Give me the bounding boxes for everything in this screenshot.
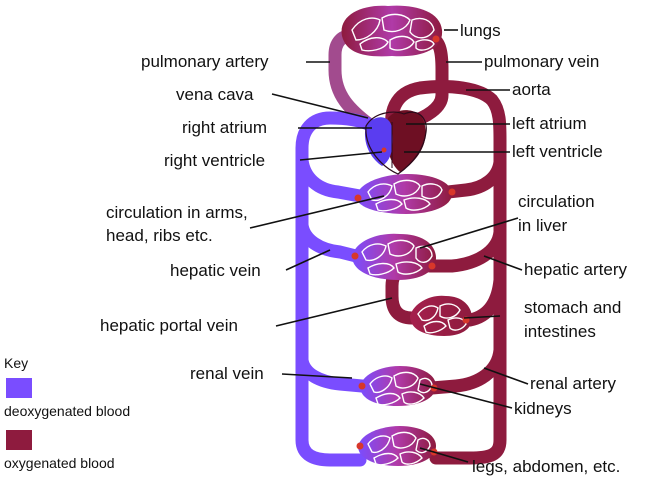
label-renal-vein: renal vein <box>190 364 264 383</box>
label-kidneys: kidneys <box>514 399 572 418</box>
label-renal-artery: renal artery <box>530 374 616 393</box>
heart-outline <box>365 111 427 175</box>
systemic-veins <box>295 111 379 467</box>
right-heart <box>364 117 393 166</box>
arms-vein-branch <box>295 153 367 203</box>
label-stomach-line2: intestines <box>524 322 596 341</box>
label-right-ventricle: right ventricle <box>164 151 265 170</box>
label-circulation-arms-line2: head, ribs etc. <box>106 226 213 245</box>
label-left-ventricle: left ventricle <box>512 142 603 161</box>
kidneys-capillary-bed <box>358 366 438 406</box>
label-stomach-line1: stomach and <box>524 298 621 317</box>
key-swatch-deoxygenated <box>6 378 32 398</box>
label-hepatic-vein: hepatic vein <box>170 261 261 280</box>
key-label-deoxygenated: deoxygenated blood <box>4 403 130 419</box>
label-legs: legs, abdomen, etc. <box>472 457 620 476</box>
legs-capillary-bed <box>356 426 438 466</box>
aorta-vessel <box>385 80 507 465</box>
arms-artery-branch <box>441 155 507 199</box>
hepatic-artery-vessel <box>423 225 507 273</box>
label-vena-cava: vena cava <box>176 85 254 104</box>
renal-artery-vessel <box>425 343 507 395</box>
vena-cava-vessel <box>295 111 379 467</box>
key-swatch-oxygenated <box>6 430 32 450</box>
arms-capillary-bed <box>354 174 456 214</box>
key-legend: Key deoxygenated blood oxygenated blood <box>4 355 130 471</box>
label-circulation-liver-line1: circulation <box>518 192 595 211</box>
pulmonary-artery-vessel <box>328 29 377 132</box>
liver-capillary-bed <box>351 233 436 280</box>
lungs-capillary-bed <box>341 5 443 57</box>
renal-vein-vessel <box>295 353 369 393</box>
heart <box>364 110 427 175</box>
label-left-atrium: left atrium <box>512 114 587 133</box>
labels: lungs pulmonary artery pulmonary vein ao… <box>100 21 627 476</box>
label-circulation-arms-line1: circulation in arms, <box>106 203 248 222</box>
label-lungs: lungs <box>460 21 501 40</box>
label-pulmonary-artery: pulmonary artery <box>141 52 269 71</box>
label-pulmonary-vein: pulmonary vein <box>484 52 599 71</box>
hepatic-vein-vessel <box>295 218 363 263</box>
systemic-arteries <box>385 80 507 465</box>
label-circulation-liver-line2: in liver <box>518 216 567 235</box>
key-label-oxygenated: oxygenated blood <box>4 455 115 471</box>
stomach-capillary-bed <box>410 295 472 336</box>
label-hepatic-artery: hepatic artery <box>524 260 627 279</box>
leader-lines <box>249 29 529 463</box>
label-hepatic-portal-vein: hepatic portal vein <box>100 316 238 335</box>
label-aorta: aorta <box>512 80 551 99</box>
label-right-atrium: right atrium <box>182 118 267 137</box>
key-title: Key <box>4 355 28 371</box>
